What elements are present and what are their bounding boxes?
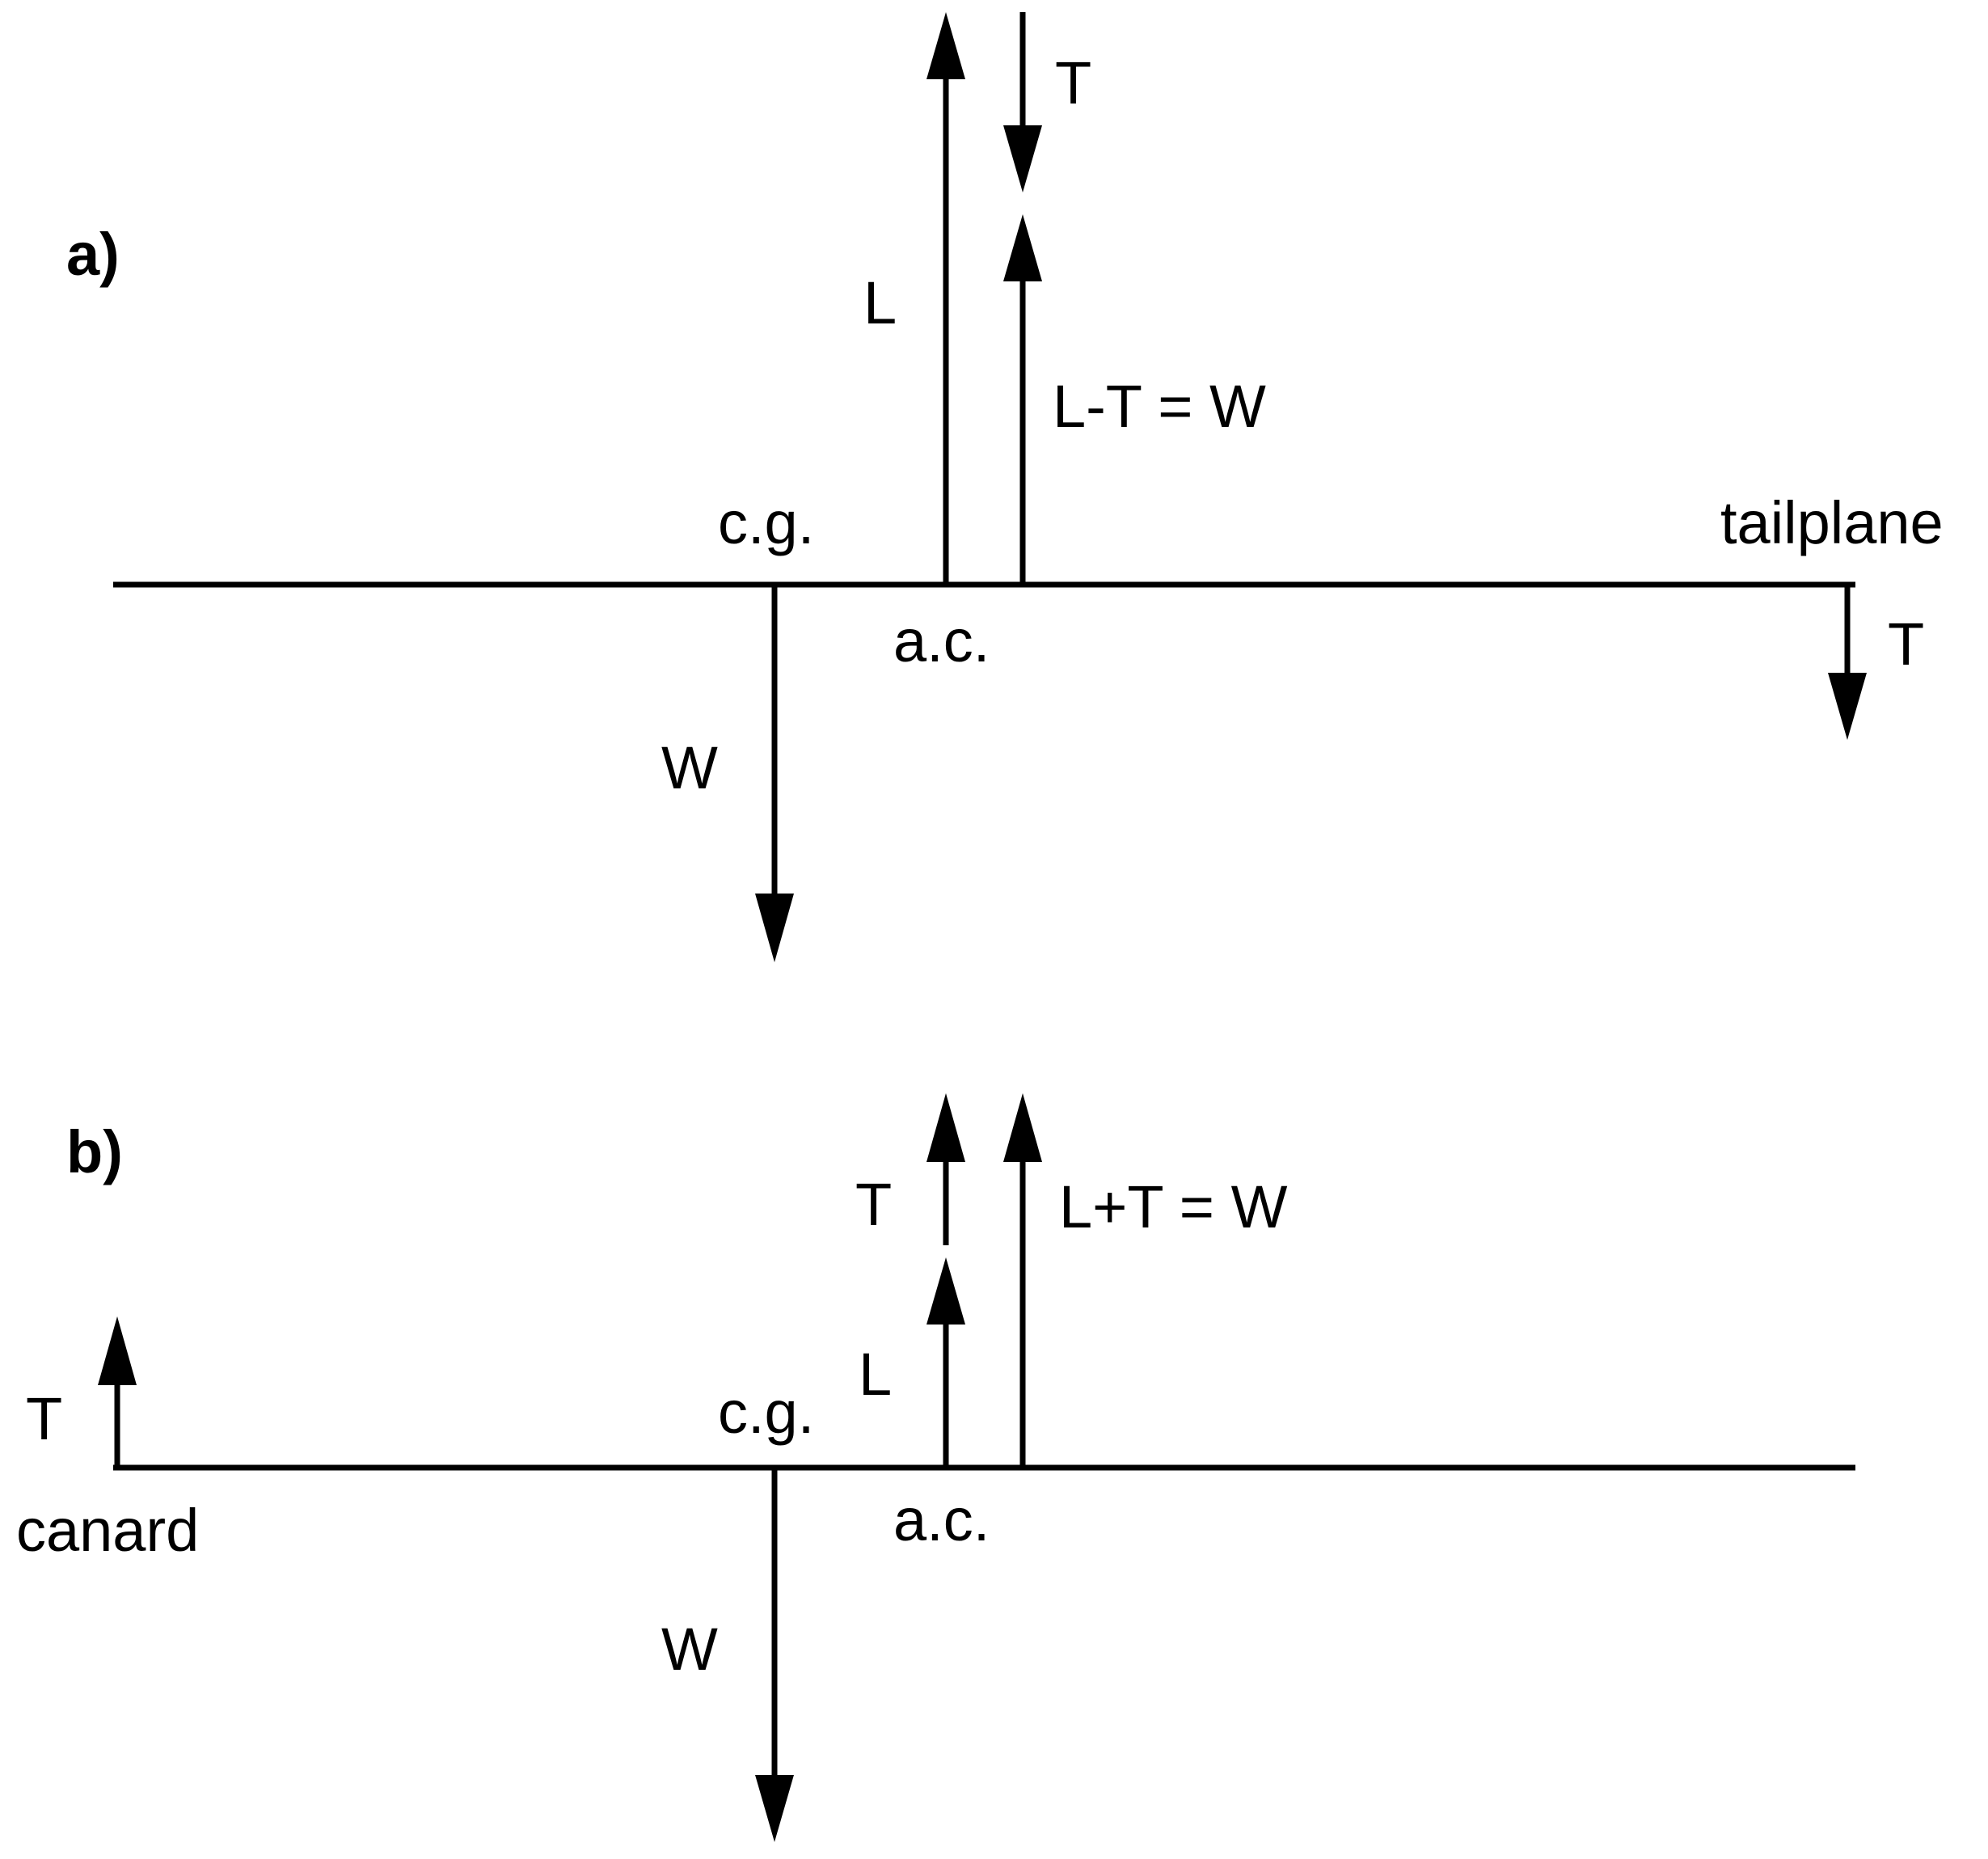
panel-a-weight-label: W [661,734,718,801]
panel-b: b) T L+T = W L c.g. [16,1093,1855,1842]
panel-a-lift-arrow [926,12,965,585]
panel-b-weight-label: W [661,1616,718,1683]
panel-b-canard-force-arrow [98,1316,137,1468]
panel-b-lift-arrow [926,1257,965,1468]
panel-b-canard-force-label: T [26,1385,62,1452]
panel-a-resultant-arrow [1003,214,1042,585]
panel-a-tail-force-arrow [1828,585,1867,740]
panel-b-canard-label: canard [16,1497,199,1564]
panel-b-t-top-label: T [855,1171,892,1238]
panel-a-cg-label: c.g. [718,489,814,556]
panel-a-ac-label: a.c. [893,607,990,674]
panel-b-ac-label: a.c. [893,1486,990,1553]
panel-a-tail-force-label: T [1888,611,1924,678]
panel-a-label: a) [66,221,120,288]
panel-b-t-up-arrow [926,1093,965,1245]
panel-a: a) L T L-T = W c.g. [66,12,1944,962]
panel-a-tailplane-label: tailplane [1720,489,1944,556]
panel-b-resultant-label: L+T = W [1059,1173,1288,1240]
panel-b-weight-arrow [755,1468,794,1842]
panel-a-resultant-label: L-T = W [1053,373,1266,440]
panel-a-t-down-arrow [1003,12,1042,192]
panel-b-resultant-arrow [1003,1093,1042,1468]
panel-b-label: b) [66,1118,123,1185]
panel-a-t-top-label: T [1055,49,1091,116]
panel-b-lift-label: L [859,1341,892,1408]
panel-a-lift-label: L [863,269,897,336]
panel-a-weight-arrow [755,585,794,962]
panel-b-cg-label: c.g. [718,1379,814,1446]
